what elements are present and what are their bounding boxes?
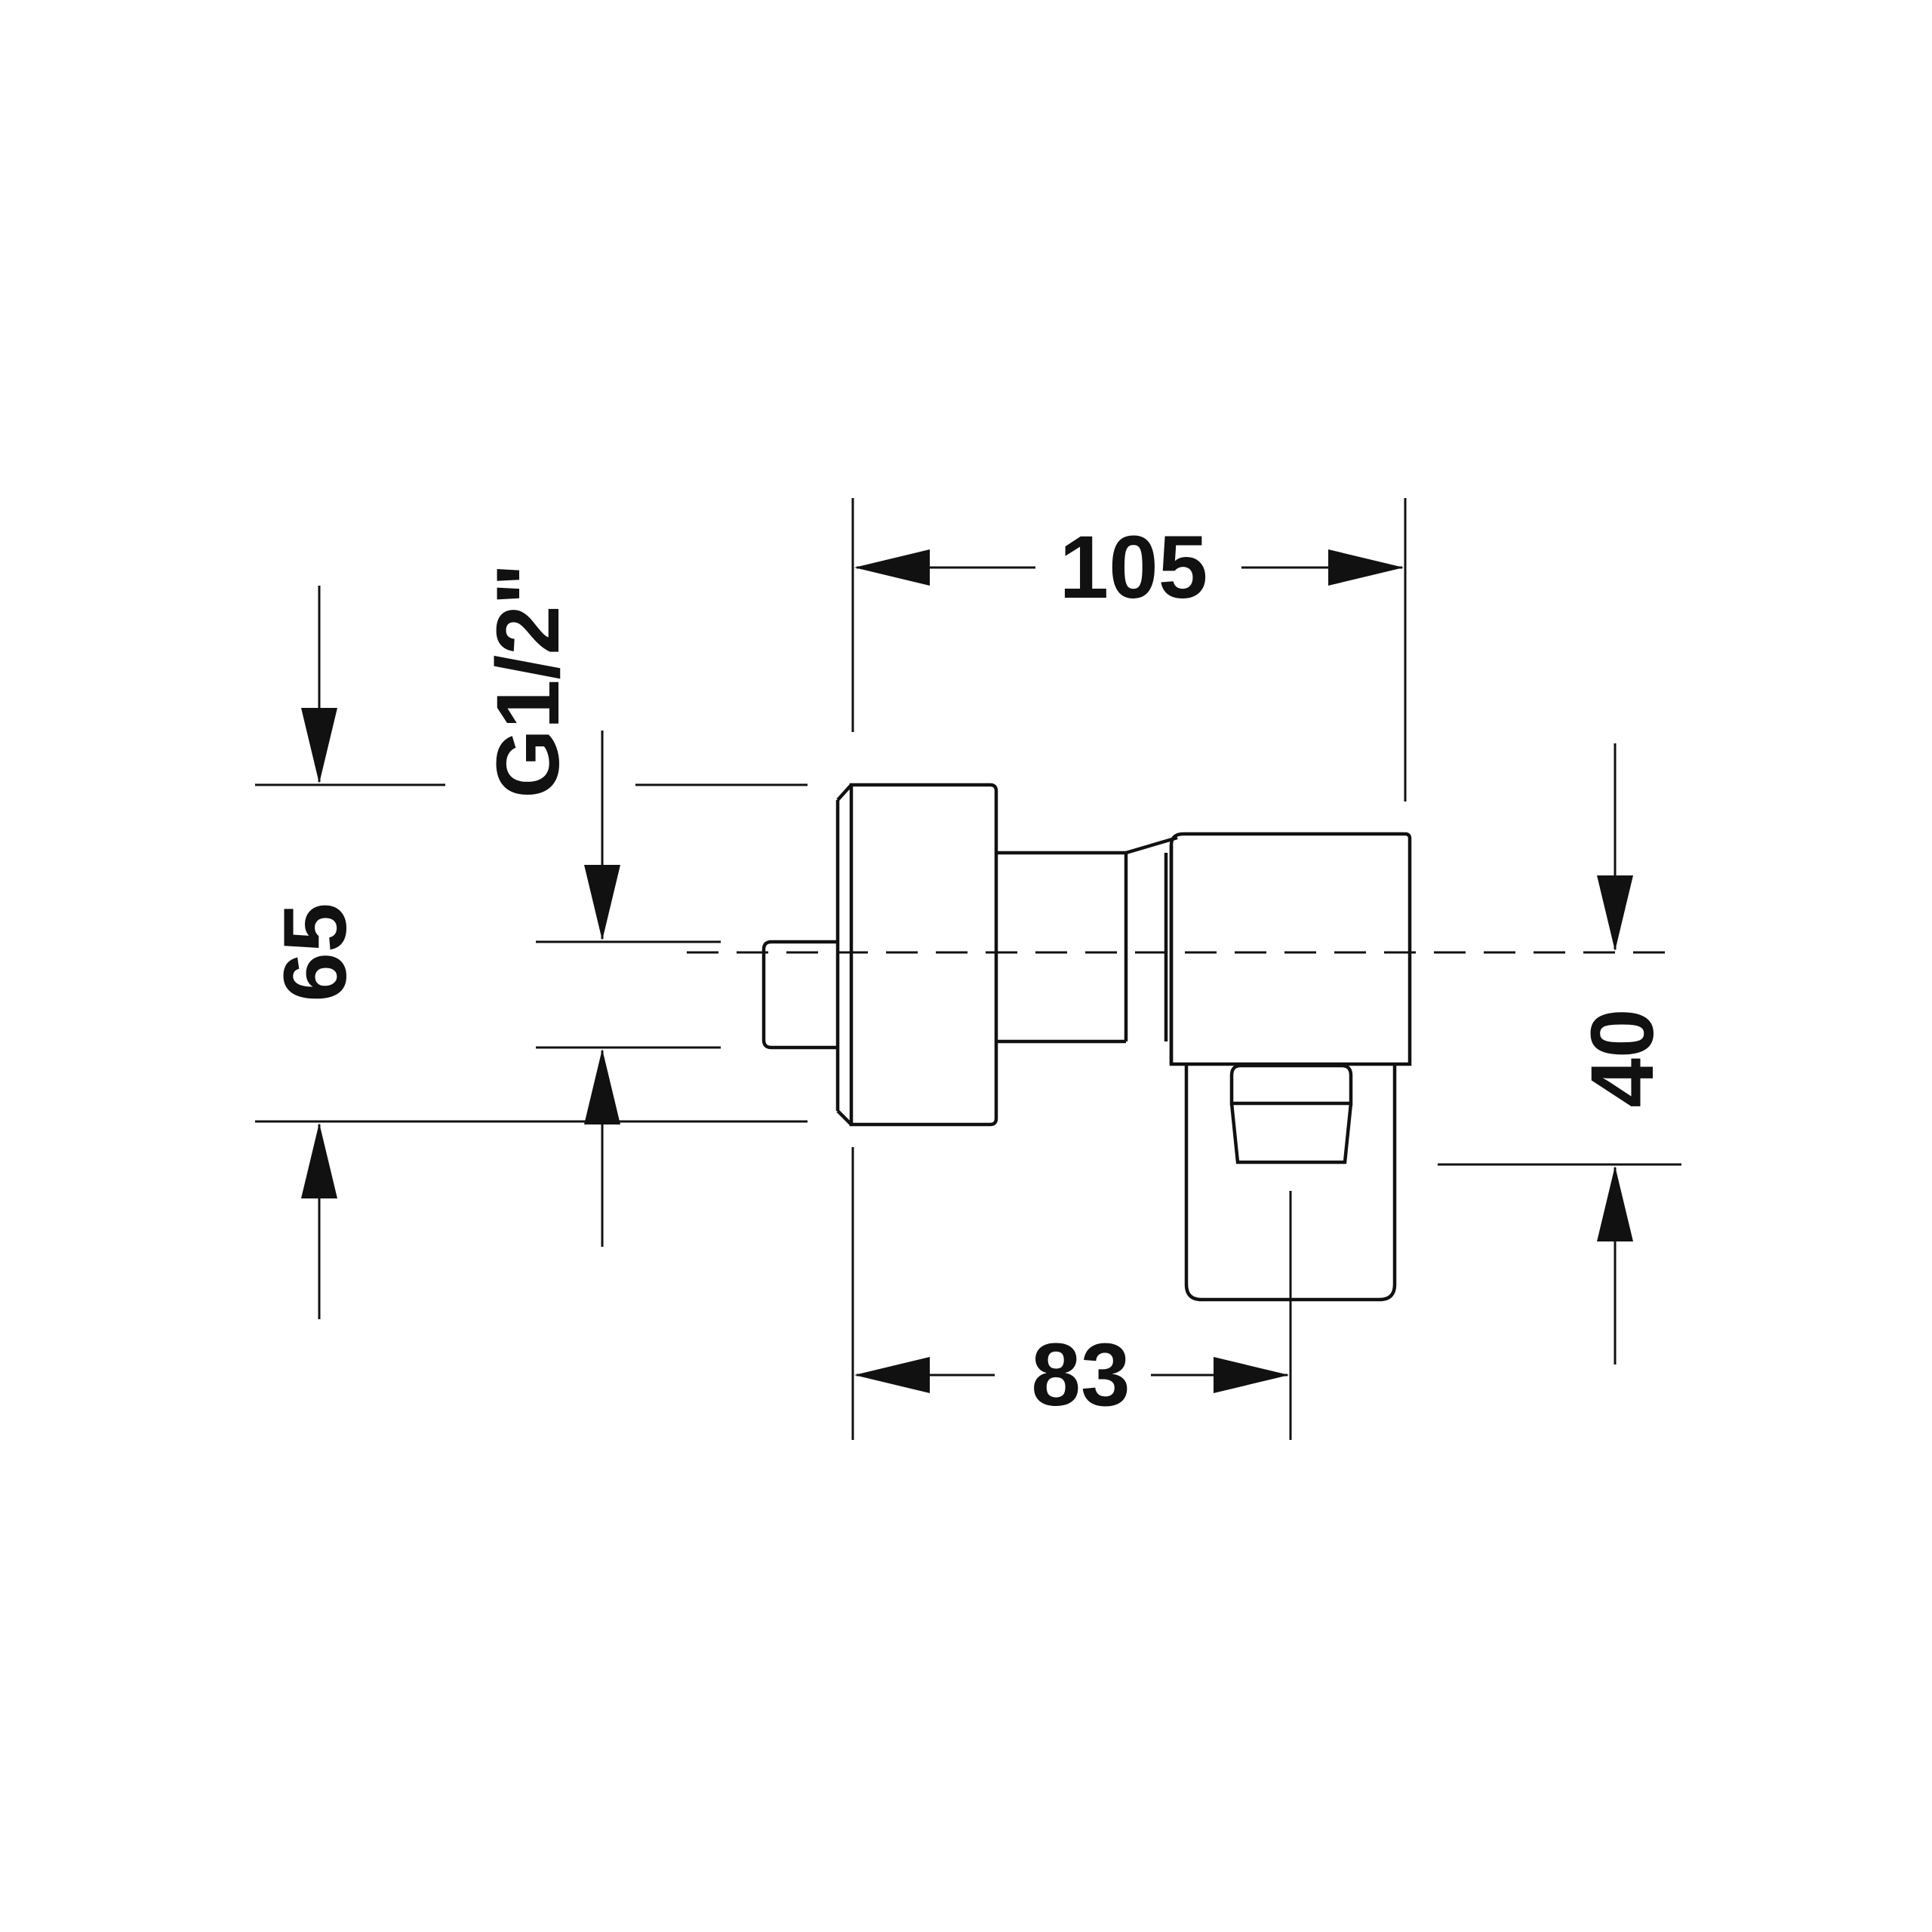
dim-105-arrow-left (854, 549, 930, 586)
rosette (849, 783, 998, 1127)
dim-83-arrow-left (854, 1357, 930, 1393)
thread-stub (761, 940, 838, 1050)
extension-lines (255, 498, 1681, 1440)
collar-slope (1125, 835, 1178, 855)
dim-thread-arrow-bottom (584, 1049, 620, 1124)
dim-105-label: 105 (1060, 518, 1208, 617)
dim-83-arrow-right (1214, 1357, 1289, 1393)
dim-65-arrow-top (301, 708, 337, 783)
dim-thread-arrow-top (584, 865, 620, 940)
valve-head (1169, 832, 1412, 1066)
dim-40-arrow-bottom (1597, 1166, 1633, 1241)
dim-105-arrow-right (1328, 549, 1404, 586)
valve-body (761, 783, 1412, 1302)
dim-65: 65 (266, 586, 365, 1319)
rosette-step-bottom (836, 1109, 853, 1126)
dim-40-arrow-top (1597, 875, 1633, 951)
dim-65-label: 65 (266, 903, 365, 1001)
lever-inner-block (1229, 1063, 1353, 1106)
dim-83: 83 (854, 1325, 1289, 1425)
dim-40-label: 40 (1573, 1008, 1672, 1107)
dim-83-label: 83 (1031, 1325, 1130, 1425)
dim-105: 105 (854, 518, 1404, 617)
dim-40: 40 (1573, 743, 1672, 1364)
rosette-step-top (836, 783, 853, 801)
dim-thread: G1/2" (478, 563, 620, 1247)
dim-thread-label: G1/2" (478, 563, 578, 798)
lever-inner-block-lower (1229, 1103, 1353, 1164)
dim-65-arrow-bottom (301, 1123, 337, 1198)
